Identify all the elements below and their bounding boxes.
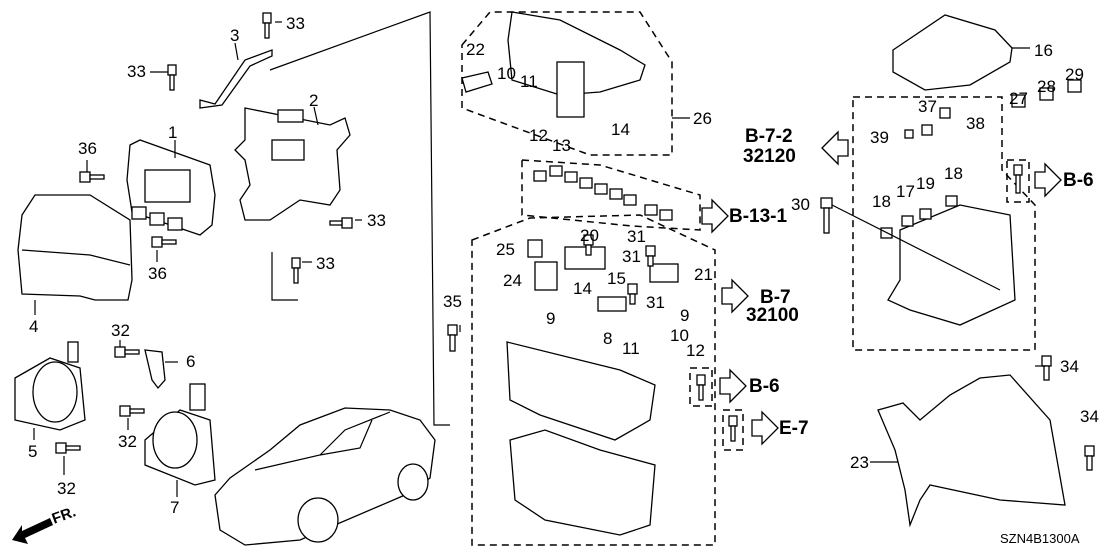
callout-11: 11 <box>520 72 538 91</box>
arrow-right-b6-right <box>1034 162 1062 198</box>
callout-34: 34 <box>1080 407 1099 426</box>
ref-b-6-lower[interactable]: B-6 <box>749 376 780 397</box>
horn-bracket <box>144 349 166 390</box>
ref-32100[interactable]: 32100 <box>746 305 799 326</box>
fuse-cover-group-box <box>461 11 673 156</box>
reference-arrows <box>12 130 1062 544</box>
callout-1: 1 <box>168 123 178 142</box>
callout-12: 12 <box>686 341 705 360</box>
callout-21: 21 <box>694 265 713 284</box>
callout-14: 14 <box>611 120 630 139</box>
diagram-code: SZN4B1300A <box>1000 531 1080 546</box>
main-fuse-box-group <box>471 214 716 546</box>
arrow-right-e7 <box>751 410 779 446</box>
callout-36: 36 <box>78 139 97 158</box>
ref-b-7-2[interactable]: B-7-2 <box>745 126 793 147</box>
callout-11: 11 <box>622 339 640 358</box>
callout-39: 39 <box>870 128 889 147</box>
vehicle-outline <box>214 407 436 546</box>
callout-26: 26 <box>693 109 712 128</box>
callout-3: 3 <box>230 26 240 45</box>
callout-31: 31 <box>622 247 641 266</box>
ref-32120[interactable]: 32120 <box>743 146 796 167</box>
b6-bolt-box-right <box>1006 159 1030 203</box>
callout-36: 36 <box>148 264 167 283</box>
main-fuse-box-body <box>506 341 656 441</box>
callout-9: 9 <box>680 306 690 325</box>
callout-33: 33 <box>367 211 386 230</box>
callout-37: 37 <box>918 97 937 116</box>
arrow-right-b7 <box>721 278 749 314</box>
callout-17: 17 <box>896 182 915 201</box>
callout-27: 27 <box>1009 89 1028 108</box>
callout-14: 14 <box>573 279 592 298</box>
callout-16: 16 <box>1034 41 1053 60</box>
bolts <box>55 12 1095 471</box>
arrow-right-b6-lower <box>719 368 747 404</box>
callout-10: 10 <box>497 64 516 83</box>
callout-29: 29 <box>1065 65 1084 84</box>
underhood-fusebox-group <box>852 96 1036 351</box>
callout-31: 31 <box>627 227 646 246</box>
leader-lines <box>33 21 1045 497</box>
callout-22: 22 <box>466 40 485 59</box>
callout-4: 4 <box>29 317 39 336</box>
ref-e-7[interactable]: E-7 <box>779 418 809 439</box>
ecu-cover <box>17 194 133 301</box>
relay-group-box <box>521 159 701 231</box>
fuse-box-bracket <box>877 374 1066 528</box>
callout-24: 24 <box>503 271 522 290</box>
callout-20: 20 <box>580 226 599 245</box>
callout-33: 33 <box>127 62 146 81</box>
callout-8: 8 <box>603 329 613 348</box>
callout-31: 31 <box>646 293 665 312</box>
front-arrow-icon <box>12 518 53 544</box>
callout-2: 2 <box>309 91 319 110</box>
callout-18: 18 <box>872 192 891 211</box>
ref-b-13-1[interactable]: B-13-1 <box>729 206 788 227</box>
callout-25: 25 <box>496 240 515 259</box>
arrow-right-b131 <box>701 198 729 234</box>
callout-9: 9 <box>546 309 556 328</box>
callout-32: 32 <box>118 432 137 451</box>
callout-33: 33 <box>286 14 305 33</box>
callout-33: 33 <box>316 254 335 273</box>
callout-30: 30 <box>791 195 810 214</box>
callout-28: 28 <box>1037 77 1056 96</box>
relay-row <box>533 165 673 221</box>
callout-38: 38 <box>966 114 985 133</box>
b6-bolt-box-lower <box>689 367 713 407</box>
callout-34: 34 <box>1060 357 1079 376</box>
fuse-box-cover-right <box>892 14 1013 91</box>
callout-35: 35 <box>443 292 462 311</box>
e7-bolt-box <box>722 409 744 451</box>
callout-23: 23 <box>850 453 869 472</box>
callout-6: 6 <box>186 352 196 371</box>
callout-19: 19 <box>916 174 935 193</box>
fuse-box-lower-cover <box>509 429 656 536</box>
callout-18: 18 <box>944 164 963 183</box>
callout-15: 15 <box>607 269 626 288</box>
ecu-bracket <box>234 107 351 221</box>
ref-b-7[interactable]: B-7 <box>760 287 791 308</box>
callout-10: 10 <box>670 326 689 345</box>
callout-7: 7 <box>170 498 180 517</box>
arrow-left-b72 <box>821 130 849 166</box>
callout-32: 32 <box>111 321 130 340</box>
callout-5: 5 <box>28 442 38 461</box>
fuse-box-cover-upper <box>507 11 646 96</box>
callout-12: 12 <box>529 126 548 145</box>
callout-32: 32 <box>57 479 76 498</box>
stay-bracket <box>199 49 273 109</box>
callout-13: 13 <box>552 136 571 155</box>
ref-b-6-right[interactable]: B-6 <box>1063 170 1094 191</box>
